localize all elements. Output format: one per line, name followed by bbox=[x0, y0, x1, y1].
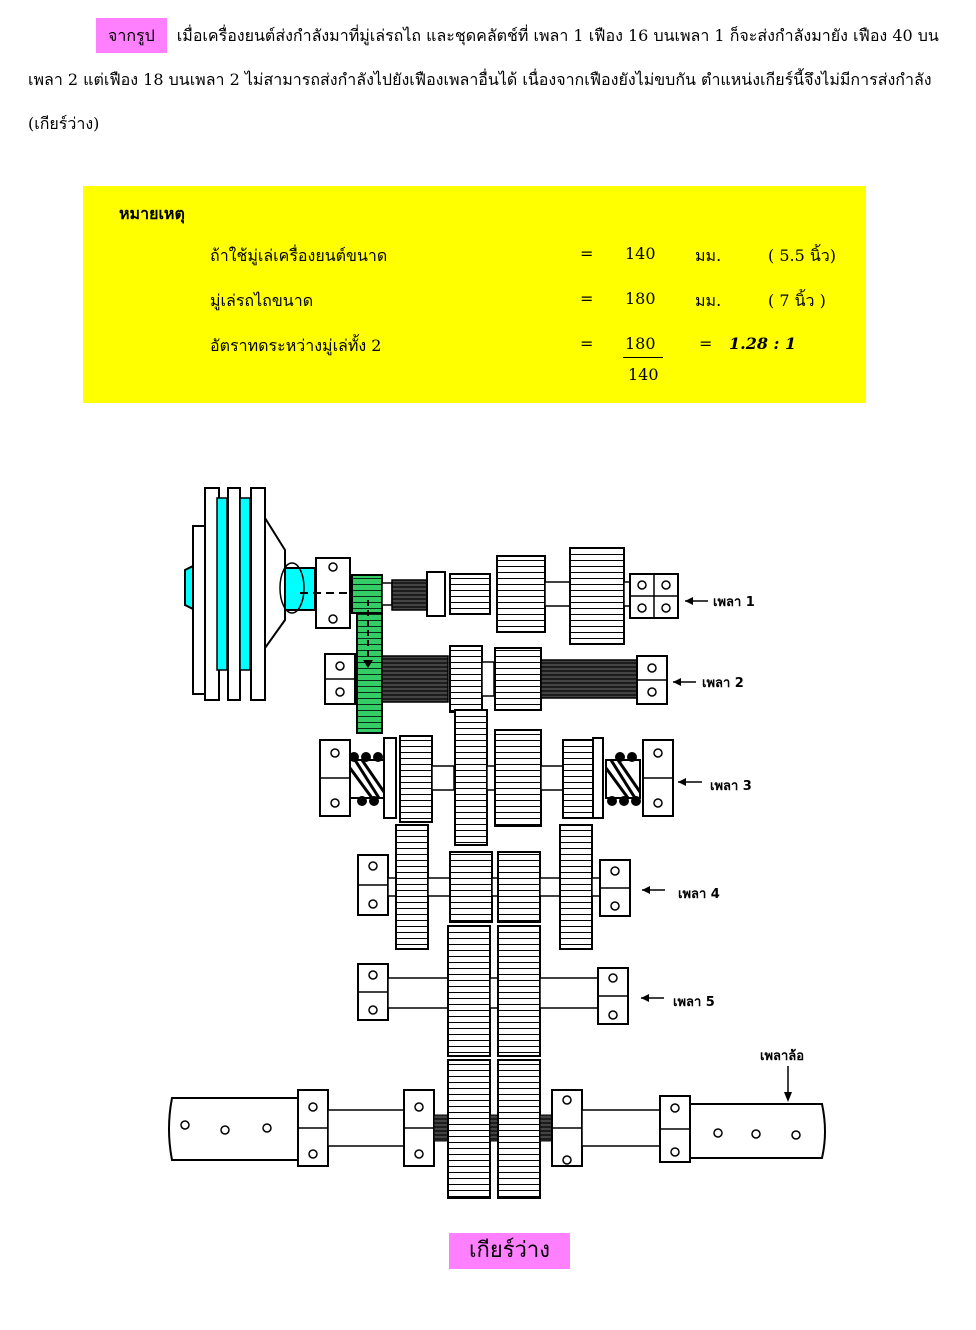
note-row-ratio: อัตราทดระหว่างมู่เล่ทั้ง 2 = bbox=[210, 334, 850, 364]
gearbox-diagram: เพลา 1 เพลา 2 เพลา 3 เพลา 4 เพลา 5 เพลาล… bbox=[168, 487, 826, 1199]
note-equals: = bbox=[580, 244, 594, 263]
note-row-tractor: มู่เล่รถไถขนาด = 180 มม. ( 7 นิ้ว ) bbox=[210, 289, 850, 319]
label-shaft-1: เพลา 1 bbox=[713, 595, 755, 610]
ratio-equals: = bbox=[580, 334, 594, 353]
intro-paragraph: จากรูปเมื่อเครื่องยนต์ส่งกำลังมาที่มู่เล… bbox=[28, 14, 948, 146]
note-inch: ( 7 นิ้ว ) bbox=[768, 291, 826, 310]
note-value: 180 bbox=[625, 289, 656, 308]
label-shaft-4: เพลา 4 bbox=[678, 887, 720, 902]
shaft-2 bbox=[324, 600, 668, 734]
shaft-1 bbox=[300, 547, 679, 645]
intro-text: เมื่อเครื่องยนต์ส่งกำลังมาที่มู่เล่รถไถ … bbox=[28, 26, 939, 133]
ratio-numerator: 180 bbox=[625, 334, 656, 353]
note-heading: หมายเหตุ bbox=[119, 204, 185, 223]
label-shaft-2: เพลา 2 bbox=[702, 676, 744, 691]
note-box: หมายเหตุ ถ้าใช้มู่เล่เครื่องยนต์ขนาด = 1… bbox=[83, 186, 866, 403]
caption-neutral-gear: เกียร์ว่าง bbox=[449, 1233, 570, 1269]
fraction-bar bbox=[623, 357, 663, 358]
ratio-result: 1.28 : 1 bbox=[729, 334, 797, 353]
label-wheel-shaft: เพลาล้อ bbox=[760, 1048, 804, 1064]
note-label: มู่เล่รถไถขนาด bbox=[210, 291, 314, 310]
note-value: 140 bbox=[625, 244, 656, 263]
intro-tag: จากรูป bbox=[96, 18, 167, 53]
note-unit: มม. bbox=[695, 246, 722, 265]
ratio-label: อัตราทดระหว่างมู่เล่ทั้ง 2 bbox=[210, 336, 382, 355]
label-shaft-3: เพลา 3 bbox=[710, 779, 752, 794]
note-row-engine: ถ้าใช้มู่เล่เครื่องยนต์ขนาด = 140 มม. ( … bbox=[210, 244, 850, 274]
shaft-4 bbox=[357, 824, 631, 950]
note-unit: มม. bbox=[695, 291, 722, 310]
wheel-shaft bbox=[168, 1059, 826, 1199]
ratio-denominator: 140 bbox=[628, 365, 659, 384]
ratio-equals-2: = bbox=[699, 334, 713, 353]
label-shaft-5: เพลา 5 bbox=[673, 995, 715, 1010]
note-label: ถ้าใช้มู่เล่เครื่องยนต์ขนาด bbox=[210, 246, 388, 265]
clutch-assembly bbox=[184, 487, 316, 701]
shaft-labels: เพลา 1 เพลา 2 เพลา 3 เพลา 4 เพลา 5 เพลาล… bbox=[641, 595, 804, 1102]
shaft-5 bbox=[357, 925, 629, 1057]
note-inch: ( 5.5 นิ้ว) bbox=[768, 246, 837, 265]
note-equals: = bbox=[580, 289, 594, 308]
shaft-3 bbox=[319, 709, 674, 846]
